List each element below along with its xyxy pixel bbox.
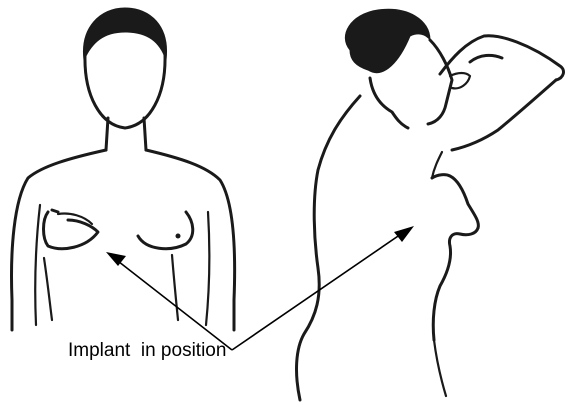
arrow-to-side-implant-line (232, 232, 404, 350)
front-figure-left-inner-arm (35, 205, 40, 325)
front-figure-torso-left (44, 258, 52, 320)
arrow-to-side-implant-head (394, 226, 414, 242)
side-figure-hair (345, 9, 430, 72)
front-figure-right-nipple (176, 234, 181, 239)
side-figure-face (428, 40, 452, 124)
implant-left-breast-scar (58, 213, 92, 224)
front-figure-torso-right (172, 255, 178, 320)
front-figure-right-breast (138, 212, 193, 249)
front-figure-hair (83, 8, 166, 60)
implant-caption: Implant in position (68, 340, 226, 362)
implant-side-breast-outline (433, 228, 478, 340)
arrow-to-front-implant-head (106, 252, 126, 266)
pointer-arrows (106, 226, 414, 350)
side-figure-back (297, 96, 360, 400)
front-view-figure (12, 8, 235, 330)
side-figure-forearm (452, 55, 556, 150)
side-figure-lower-front (434, 340, 446, 396)
implant-left-breast-outline (44, 210, 99, 249)
side-figure-neck (370, 78, 408, 128)
side-figure-front-chest (432, 175, 478, 228)
side-view-figure (297, 9, 564, 400)
front-figure-right-inner-arm (206, 212, 209, 325)
